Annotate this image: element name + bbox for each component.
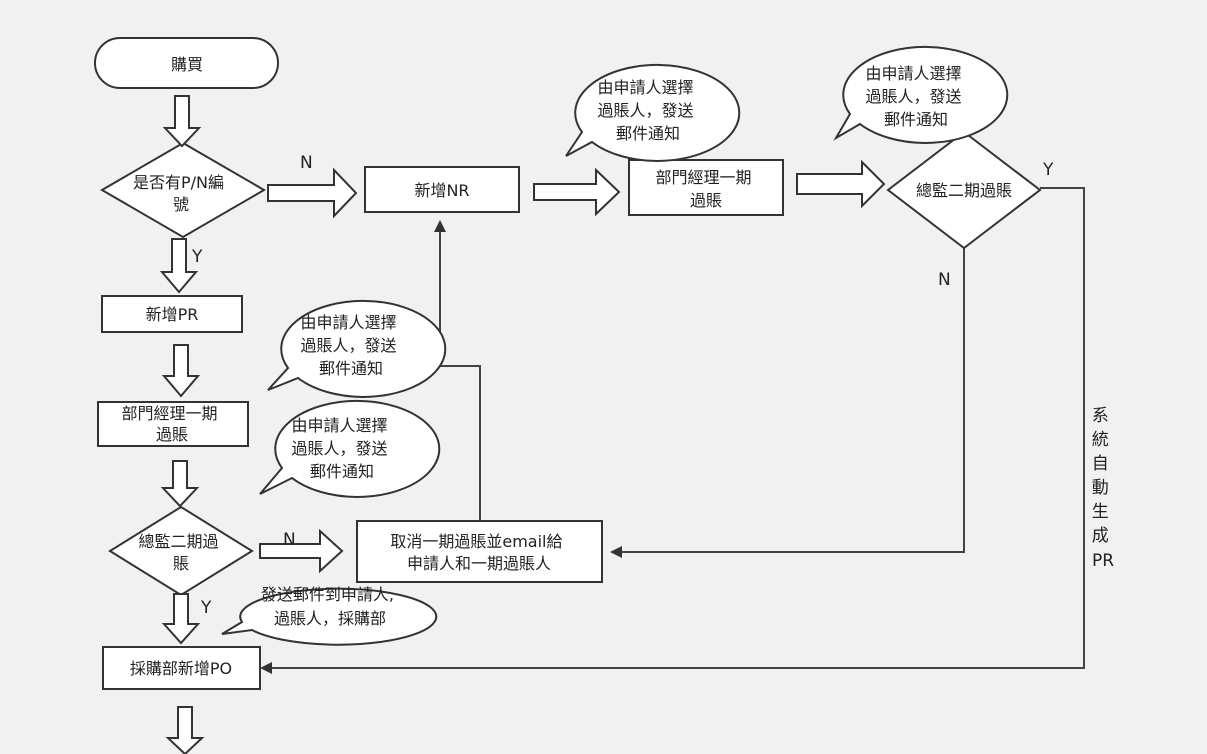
node-has-pn (100, 141, 266, 239)
arrow-deptmgr-to-director (160, 460, 200, 508)
arrow-haspn-to-nr (267, 167, 358, 219)
node-add-nr-label: 新增NR (414, 181, 469, 200)
label-yes-director-top: Y (1042, 160, 1054, 180)
node-dept-mgr-top (628, 159, 784, 216)
node-director-left (108, 505, 254, 597)
line-director-no-to-cancel (610, 248, 965, 558)
bubble-left-1-label: 由申請人選擇 過賬人，發送 郵件通知 (300, 313, 401, 378)
node-purchasing-po (102, 646, 261, 690)
bubble-left-1-shape (267, 299, 447, 398)
node-dept-mgr-left-label: 部門經理一期 過賬 (121, 404, 222, 444)
node-add-nr (364, 166, 520, 213)
node-cancel (356, 520, 603, 583)
arrow-nr-to-deptmgr (533, 167, 621, 217)
node-dept-mgr-left (97, 401, 249, 447)
node-director-top-label: 總監二期過賬 (916, 181, 1012, 200)
node-director-top (886, 130, 1042, 250)
arrow-haspn-to-addpr (159, 238, 199, 294)
bubble-left-2-label: 由申請人選擇 過賬人，發送 郵件通知 (291, 416, 392, 481)
node-add-pr (101, 295, 243, 333)
node-dept-mgr-top-label: 部門經理一期 過賬 (655, 168, 756, 210)
bubble-top-mid-label: 由申請人選擇 過賬人，發送 郵件通知 (597, 78, 698, 143)
label-no-director-left: N (283, 530, 296, 550)
arrow-purchase-to-haspn (162, 95, 202, 148)
bubble-bottom-label: 發送郵件到申請人, 過賬人，採購部 (261, 585, 399, 628)
line-cancel-to-nr (434, 220, 481, 520)
line-director-yes-to-po (260, 187, 1085, 674)
node-add-pr-label: 新增PR (146, 305, 199, 324)
node-purchasing-po-label: 採購部新增PO (130, 659, 232, 678)
label-no-haspn: N (300, 153, 313, 173)
node-cancel-label: 取消一期過賬並email給 申請人和一期過賬人 (390, 532, 567, 573)
node-purchase (94, 37, 279, 89)
arrow-director-to-cancel (259, 528, 344, 574)
arrow-po-out (165, 706, 205, 754)
bubble-top-right-shape (833, 45, 1009, 144)
label-no-director-top: N (938, 270, 951, 290)
bubble-left-2-shape (259, 399, 441, 498)
arrow-addpr-to-deptmgr (161, 344, 201, 398)
node-purchase-label: 購買 (171, 55, 203, 74)
arrow-deptmgr-to-director-top (796, 159, 886, 209)
bubble-top-mid-shape (565, 63, 741, 162)
node-director-left-label: 總監二期過 賬 (138, 532, 223, 573)
label-yes-haspn: Y (191, 247, 203, 267)
bubble-top-right-label: 由申請人選擇 過賬人，發送 郵件通知 (865, 64, 966, 129)
bubble-bottom-shape (221, 587, 438, 646)
label-yes-director-left: Y (200, 598, 212, 618)
node-has-pn-label: 是否有P/N編 號 (133, 173, 229, 214)
label-auto-pr: 系 統 自 動 生 成 PR (1092, 406, 1114, 571)
arrow-director-to-po (161, 593, 201, 645)
